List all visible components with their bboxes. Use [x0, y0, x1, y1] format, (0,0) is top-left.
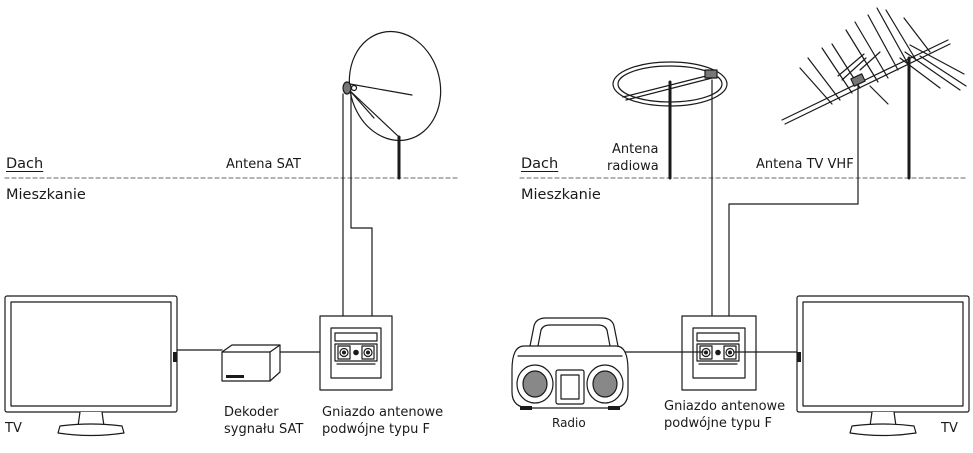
cable-tv-antenna-to-socket: [728, 83, 859, 317]
tv-label-left: TV: [5, 421, 22, 436]
radio-boombox: [511, 317, 629, 410]
tv-left: [4, 295, 178, 437]
sat-antenna-label: Antena SAT: [226, 157, 301, 172]
radio-antenna: [612, 61, 728, 180]
roof-label-left: Dach: [6, 156, 44, 172]
flat-label-left: Mieszkanie: [6, 187, 86, 203]
tv-right: [796, 295, 970, 437]
socket-label-right-line1: Gniazdo antenowe: [664, 399, 786, 414]
radio-antenna-label-line2: radiowa: [607, 159, 659, 174]
vhf-antenna-label: Antena TV VHF: [756, 157, 854, 172]
socket-label-right-line2: podwójne typu F: [664, 416, 772, 431]
antenna-socket-left: [319, 315, 393, 391]
decoder-label-line2: sygnału SAT: [224, 422, 304, 437]
radio-label: Radio: [552, 416, 586, 430]
flat-label-right: Mieszkanie: [521, 187, 601, 203]
antenna-socket-right: [681, 315, 757, 391]
tv-label-right: TV: [941, 421, 958, 436]
decoder-label-line1: Dekoder: [224, 405, 279, 420]
socket-label-left-line1: Gniazdo antenowe: [322, 405, 444, 420]
socket-label-left-line2: podwójne typu F: [322, 422, 430, 437]
vhf-tv-antenna: [781, 7, 967, 180]
satellite-dish: [342, 30, 442, 180]
sat-decoder-box: [221, 344, 281, 382]
radio-antenna-label-line1: Antena: [612, 142, 659, 157]
roof-label-right: Dach: [521, 156, 559, 172]
